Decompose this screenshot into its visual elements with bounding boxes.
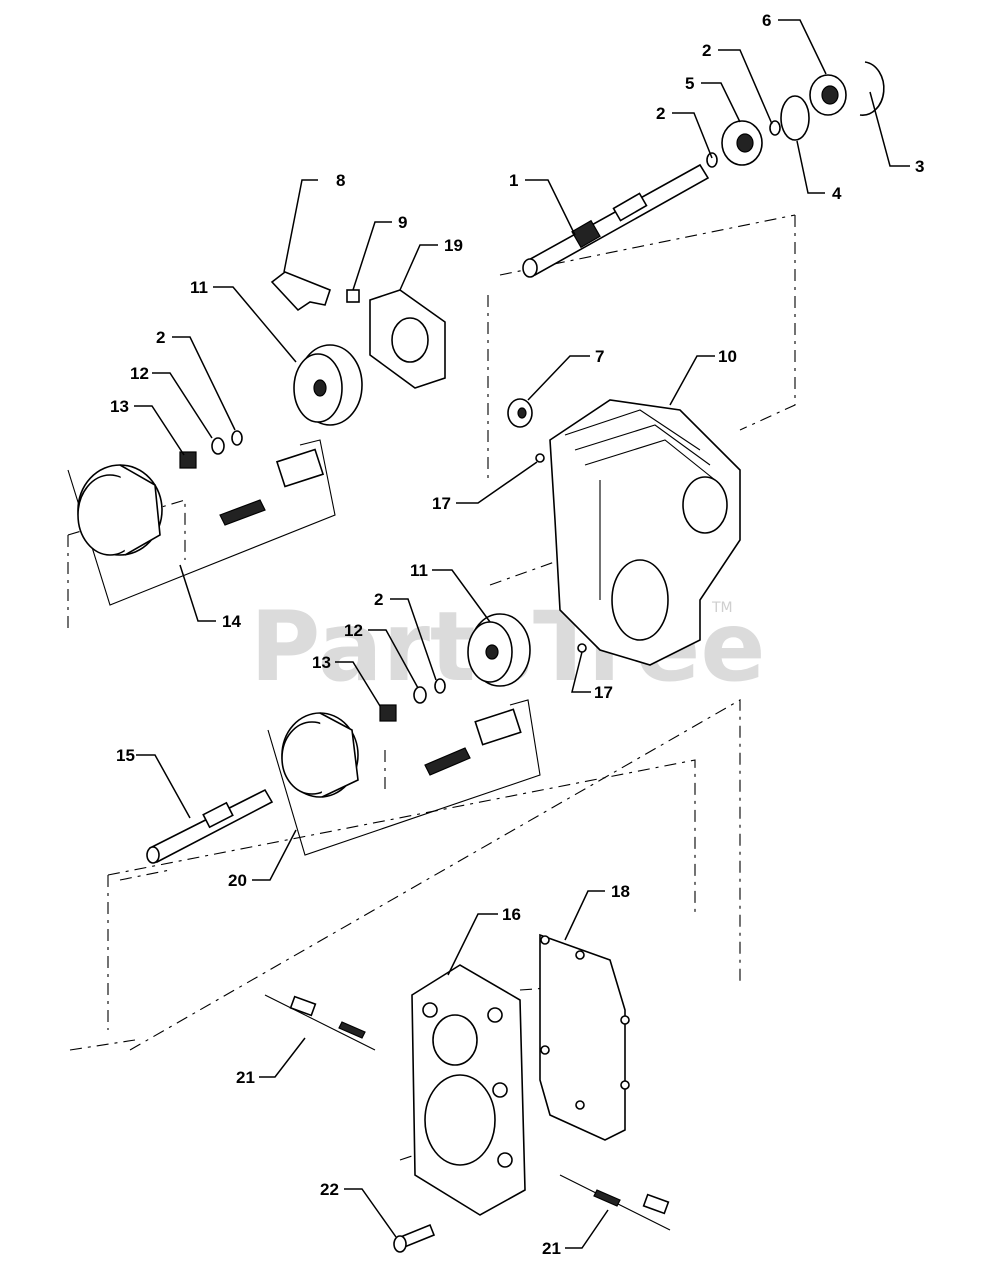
part-2-washer-b	[769, 120, 781, 136]
callout-9: 9	[398, 213, 407, 232]
callout-2-d: 2	[374, 590, 383, 609]
callout-7: 7	[595, 347, 604, 366]
part-2-washer-a	[706, 152, 718, 168]
callout-8: 8	[336, 171, 345, 190]
callout-12-lower: 12	[344, 621, 363, 640]
callout-17-upper: 17	[432, 494, 451, 513]
part-10-housing	[549, 399, 741, 666]
part-18-gasket	[539, 933, 630, 1141]
callout-14: 14	[222, 612, 241, 631]
part-6-seal	[809, 74, 847, 116]
part-2-washer-d	[434, 678, 446, 694]
part-17-pin-lower	[577, 643, 587, 653]
callout-2-b: 2	[702, 41, 711, 60]
part-4-retaining-ring	[780, 95, 810, 141]
part-22-bolt	[393, 1223, 436, 1253]
callout-5: 5	[685, 74, 694, 93]
part-14-motor-block	[77, 448, 325, 556]
callout-21-upper: 21	[236, 1068, 255, 1087]
part-13-nut-upper	[179, 451, 197, 469]
callout-3: 3	[915, 157, 924, 176]
callout-21-lower: 21	[542, 1239, 561, 1258]
part-11-rotor-upper	[293, 344, 363, 426]
callout-16: 16	[502, 905, 521, 924]
bracket-20	[267, 699, 541, 856]
watermark-trademark: TM	[711, 600, 733, 616]
part-20-motor-block	[281, 708, 522, 798]
part-1-input-shaft	[522, 163, 710, 278]
callout-19: 19	[444, 236, 463, 255]
part-12-washer-upper	[211, 437, 225, 455]
part-17-pin-upper	[535, 453, 545, 463]
callout-17-lower: 17	[594, 683, 613, 702]
part-8-lever	[270, 271, 331, 312]
part-11-rotor-lower	[467, 613, 531, 687]
part-5-bearing	[721, 120, 763, 166]
callout-22: 22	[320, 1180, 339, 1199]
callout-6: 6	[762, 11, 771, 30]
callout-11-upper: 11	[190, 278, 208, 297]
part-19-block	[369, 289, 446, 389]
part-13-nut-lower	[379, 704, 397, 722]
bracket-14	[67, 439, 336, 606]
part-21-valve-lower	[593, 1189, 670, 1215]
part-15-output-shaft	[146, 788, 274, 864]
callout-4: 4	[832, 184, 842, 203]
part-9-nut	[346, 289, 360, 303]
part-12-washer-lower	[413, 686, 427, 704]
callout-18: 18	[611, 882, 630, 901]
callout-11-lower: 11	[410, 561, 428, 580]
part-7-seal	[507, 398, 533, 428]
part-2-washer-c	[231, 430, 243, 446]
callout-labels: 1 2 2 2 2 3 4 5 6 7 8 9 10 11 11 12 12 1…	[110, 11, 924, 1258]
callout-2-a: 2	[656, 104, 665, 123]
part-3-snap-ring	[859, 61, 885, 116]
leader-lines	[134, 19, 910, 1249]
callout-15: 15	[116, 746, 135, 765]
callout-13-lower: 13	[312, 653, 331, 672]
callout-1: 1	[509, 171, 518, 190]
part-21-valve-upper	[289, 995, 366, 1039]
callout-13-upper: 13	[110, 397, 129, 416]
callout-12-upper: 12	[130, 364, 149, 383]
callout-10: 10	[718, 347, 737, 366]
part-16-center-section	[411, 964, 526, 1216]
callout-20: 20	[228, 871, 247, 890]
callout-2-c: 2	[156, 328, 165, 347]
bracket-21-upper	[264, 994, 376, 1051]
